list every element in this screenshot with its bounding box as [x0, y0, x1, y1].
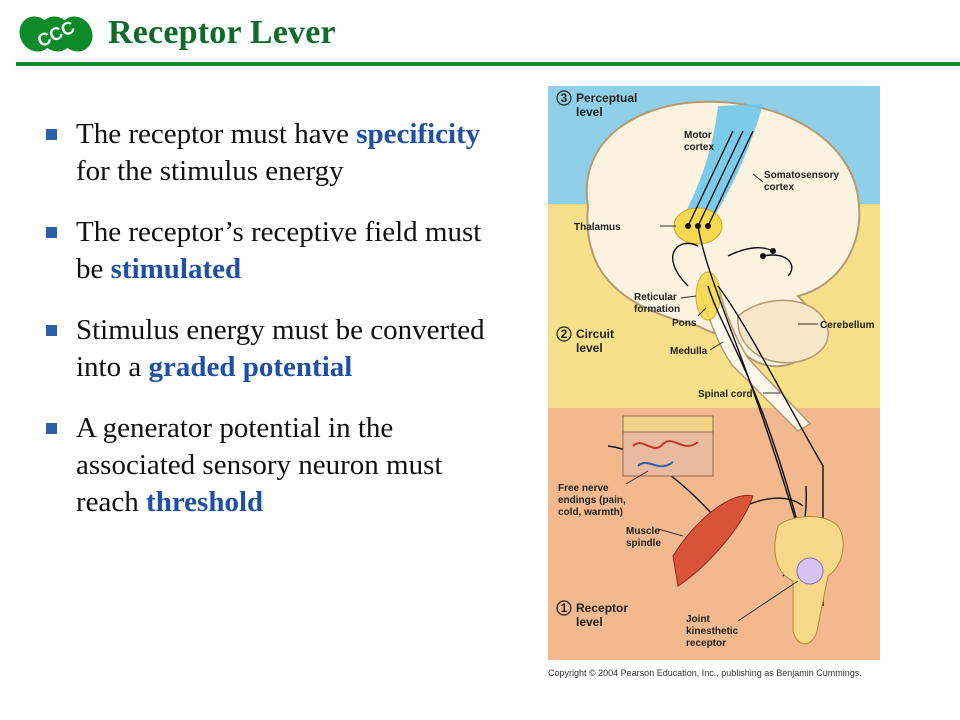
svg-text:Perceptual: Perceptual — [576, 91, 637, 105]
skin-block — [622, 415, 714, 477]
square-bullet-icon — [46, 325, 57, 336]
square-bullet-icon — [46, 423, 57, 434]
bullet-text: for the stimulus energy — [76, 155, 344, 187]
bullet-list: The receptor must have specificity for t… — [42, 116, 512, 545]
figure-labels: Motor cortex Somatosensory cortex Thalam… — [558, 130, 875, 649]
square-bullet-icon — [46, 129, 57, 140]
pons-label: Pons — [672, 318, 697, 329]
page-title: Receptor Lever — [108, 14, 336, 51]
logo: CCC — [16, 8, 96, 58]
spinal-cord-shape — [696, 285, 812, 432]
svg-text:cortex: cortex — [764, 182, 794, 193]
square-bullet-icon — [46, 227, 57, 238]
svg-text:cortex: cortex — [684, 142, 714, 153]
bullet-highlight: graded potential — [148, 351, 353, 383]
cerebellum-shape — [737, 299, 829, 364]
svg-text:level: level — [576, 341, 603, 355]
bullet-text: The receptor’s receptive field must be — [76, 216, 482, 285]
bullet-item: The receptor must have specificity for t… — [42, 116, 512, 190]
reticular-formation-shape — [695, 271, 721, 321]
spinal-cord-label: Spinal cord — [698, 389, 752, 400]
thalamus-label: Thalamus — [574, 222, 621, 233]
bullet-highlight: stimulated — [110, 253, 242, 285]
svg-text:level: level — [576, 615, 603, 629]
bullet-item: Stimulus energy must be converted into a… — [42, 312, 512, 386]
svg-text:level: level — [576, 105, 603, 119]
neuron-dots — [685, 223, 776, 259]
medulla-label: Medulla — [670, 346, 708, 357]
svg-text:formation: formation — [634, 304, 680, 315]
muscle-shape — [672, 494, 754, 587]
free-nerve-label: Free nerve — [558, 483, 609, 494]
svg-text:Receptor: Receptor — [576, 601, 628, 615]
svg-text:3: 3 — [561, 91, 568, 105]
ccc-logo-icon: CCC — [19, 16, 93, 52]
sensory-pathway-figure: 3 Perceptual level 2 Circuit level 1 Rec… — [548, 86, 880, 660]
copyright-notice: Copyright © 2004 Pearson Education, Inc.… — [548, 668, 862, 678]
svg-text:Circuit: Circuit — [576, 327, 614, 341]
level-perceptual: 3 Perceptual level — [556, 90, 637, 119]
bullet-text: Stimulus energy must be converted into a — [76, 314, 485, 383]
svg-text:receptor: receptor — [686, 638, 726, 649]
svg-text:endings (pain,: endings (pain, — [558, 495, 626, 506]
level-receptor: 1 Receptor level — [556, 600, 628, 629]
leader-lines — [625, 173, 818, 622]
muscle-spindle-label: Muscle — [626, 526, 660, 537]
svg-text:1: 1 — [561, 601, 568, 615]
hip-joint — [774, 516, 844, 644]
bullet-highlight: threshold — [146, 486, 264, 518]
reticular-label: Reticular — [634, 292, 677, 303]
level-circuit: 2 Circuit level — [556, 326, 614, 355]
svg-text:spindle: spindle — [626, 538, 661, 549]
joint-receptor-label: Joint — [686, 614, 711, 625]
bullet-text: A generator potential in the associated … — [76, 412, 443, 518]
motor-cortex-label: Motor — [684, 130, 712, 141]
svg-text:cold, warmth): cold, warmth) — [558, 507, 623, 518]
svg-text:kinesthetic: kinesthetic — [686, 626, 739, 637]
title-divider — [16, 62, 960, 66]
bullet-highlight: specificity — [356, 118, 481, 150]
somatosensory-label: Somatosensory — [764, 170, 839, 181]
bullet-item: The receptor’s receptive field must be s… — [42, 214, 512, 288]
bullet-item: A generator potential in the associated … — [42, 410, 512, 521]
svg-text:2: 2 — [561, 327, 568, 341]
cerebellum-label: Cerebellum — [820, 320, 875, 331]
bullet-text: The receptor must have — [76, 118, 357, 150]
